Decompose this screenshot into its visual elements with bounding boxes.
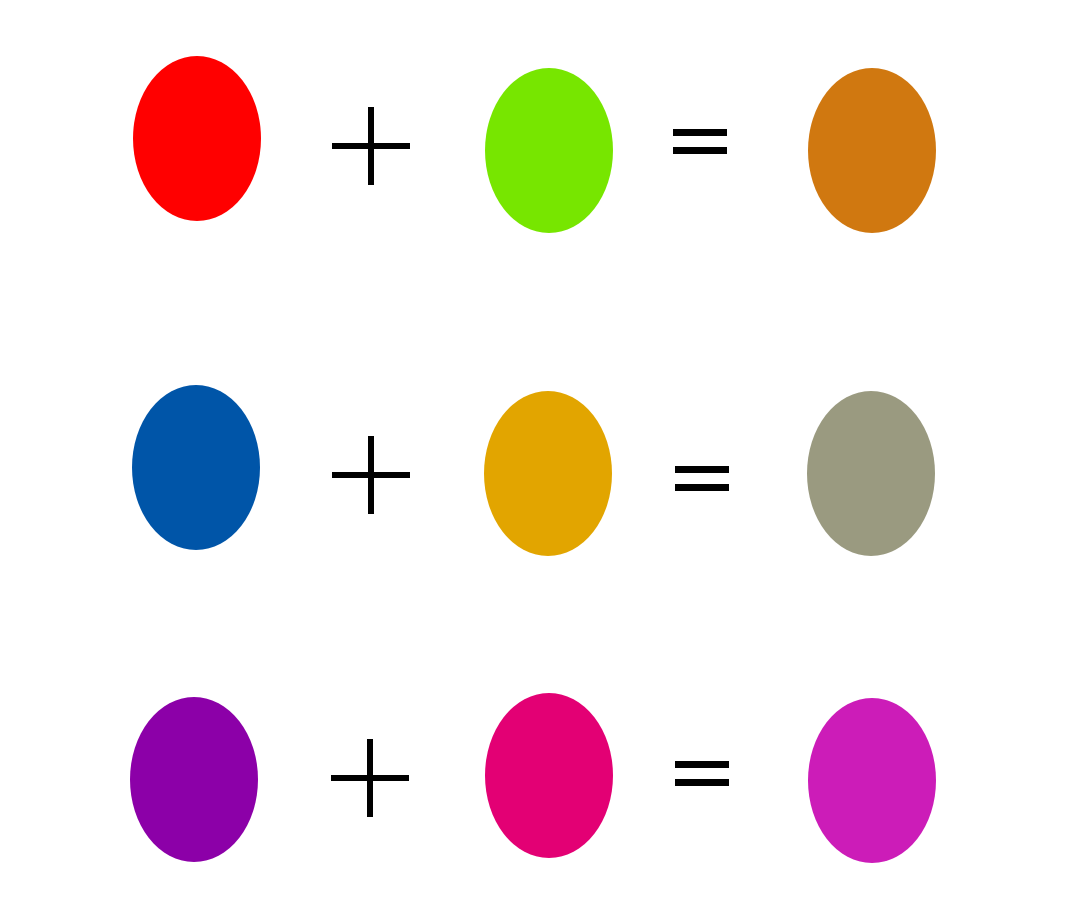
row2-equals-icon [675, 466, 729, 491]
row1-left-color-blob [133, 56, 261, 221]
row1-right-color-blob [485, 68, 613, 233]
row1-equals-icon [673, 129, 727, 154]
row3-right-color-blob [485, 693, 613, 858]
row2-plus-icon [332, 436, 410, 514]
row3-left-color-blob [130, 697, 258, 862]
row2-left-color-blob [132, 385, 260, 550]
row3-equals-icon [675, 761, 729, 786]
row3-plus-icon [331, 739, 409, 817]
row1-result-color-blob [808, 68, 936, 233]
row2-right-color-blob [484, 391, 612, 556]
row1-plus-icon [332, 107, 410, 185]
row2-result-color-blob [807, 391, 935, 556]
row3-result-color-blob [808, 698, 936, 863]
